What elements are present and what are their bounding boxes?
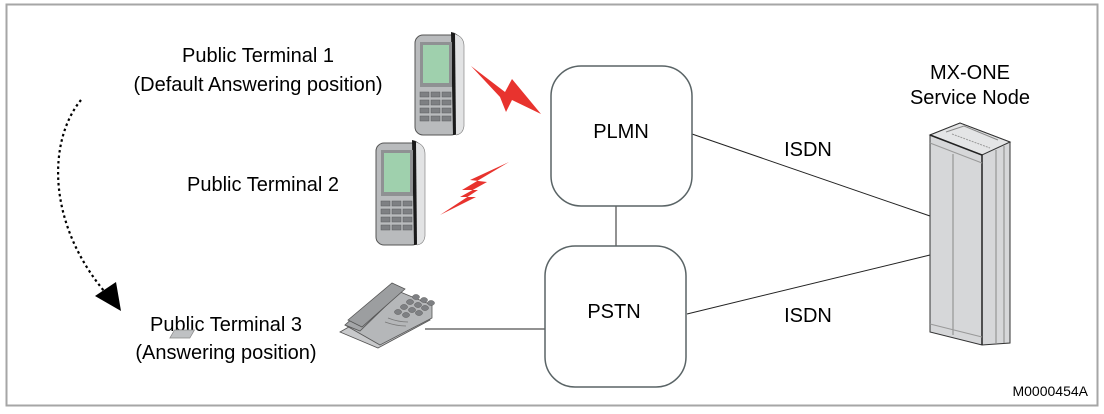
plmn-label: PLMN [593, 121, 649, 143]
figure-id: M0000454A [1012, 383, 1088, 399]
desk-phone-icon [169, 282, 435, 349]
server-label-line2: Service Node [910, 87, 1030, 109]
server-cabinet-icon [928, 122, 1012, 346]
isdn-label-top: ISDN [784, 139, 832, 161]
mobile-phone-icon-1 [414, 32, 465, 136]
mobile-phone-icon-2 [375, 140, 426, 246]
wireless-signal-icon-2 [440, 162, 509, 215]
terminal-1-role: (Default Answering position) [133, 74, 382, 96]
terminal-3-role: (Answering position) [135, 342, 316, 364]
figure-frame [5, 3, 1099, 407]
plmn-server-link [691, 133, 931, 217]
pstn-label: PSTN [587, 301, 640, 323]
wireless-signal-icon-1 [471, 66, 541, 114]
terminal-1-name: Public Terminal 1 [182, 45, 334, 67]
arrow-head-icon [95, 282, 121, 311]
pstn-server-link [686, 254, 931, 315]
terminal-2-name: Public Terminal 2 [187, 174, 339, 196]
pstn-node: PSTN [544, 245, 687, 388]
isdn-label-bottom: ISDN [784, 305, 832, 327]
failover-arrow [56, 99, 111, 299]
plmn-node: PLMN [550, 65, 693, 207]
server-label-line1: MX-ONE [930, 62, 1010, 84]
